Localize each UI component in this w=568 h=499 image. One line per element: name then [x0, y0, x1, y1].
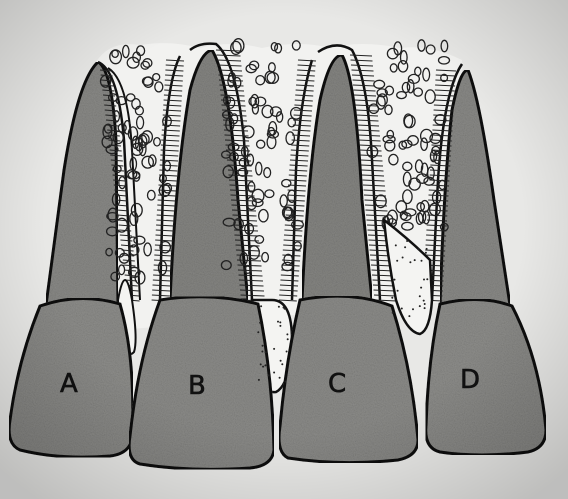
stipple-dot — [280, 360, 282, 362]
stipple-dot — [392, 312, 394, 314]
stipple-dot — [279, 325, 281, 327]
stipple-dot — [408, 315, 410, 317]
stipple-dot — [286, 333, 288, 335]
stipple-dot — [401, 308, 403, 310]
stipple-dot — [424, 303, 426, 305]
stipple-dot — [260, 305, 262, 307]
stipple-dot — [404, 246, 406, 248]
stipple-dot — [424, 307, 426, 309]
stipple-dot — [391, 297, 393, 299]
stipple-dot — [426, 248, 428, 250]
stipple-dot — [264, 364, 266, 366]
stipple-dot — [419, 305, 421, 307]
stipple-dot — [396, 260, 398, 262]
stipple-dot — [394, 279, 396, 281]
stipple-dot — [423, 300, 425, 302]
stipple-dot — [287, 338, 289, 340]
stipple-dot — [279, 377, 281, 379]
stipple-dot — [423, 279, 425, 281]
stipple-dot — [397, 290, 399, 292]
stipple-dot — [260, 363, 262, 365]
stipple-dot — [278, 306, 280, 308]
stipple-dot — [283, 307, 285, 309]
stipple-dot — [277, 321, 279, 323]
stipple-dot — [421, 260, 423, 262]
stipple-dot — [281, 363, 283, 365]
stipple-dot — [265, 351, 267, 353]
stipple-dot — [261, 351, 263, 353]
stipple-dot — [279, 321, 281, 323]
stipple-dot — [262, 345, 264, 347]
stipple-dot — [273, 372, 275, 374]
stipple-dot — [285, 381, 287, 383]
stipple-dot — [409, 261, 411, 263]
stipple-dot — [420, 287, 422, 289]
stipple-dot — [286, 351, 288, 353]
stipple-dot — [262, 366, 264, 368]
stipple-dot — [402, 257, 404, 259]
stipple-dot — [406, 240, 408, 242]
stipple-dot — [412, 308, 414, 310]
stipple-dot — [425, 252, 427, 254]
stipple-dot — [426, 278, 428, 280]
stipple-dot — [259, 322, 261, 324]
stipple-dot — [268, 374, 270, 376]
stipple-dot — [273, 348, 275, 350]
stipple-dot — [417, 248, 419, 250]
stipple-dot — [258, 379, 260, 381]
stipple-dot — [414, 259, 416, 261]
stipple-dot — [419, 295, 421, 297]
stipple-dot — [257, 331, 259, 333]
stipple-dot — [395, 244, 397, 246]
